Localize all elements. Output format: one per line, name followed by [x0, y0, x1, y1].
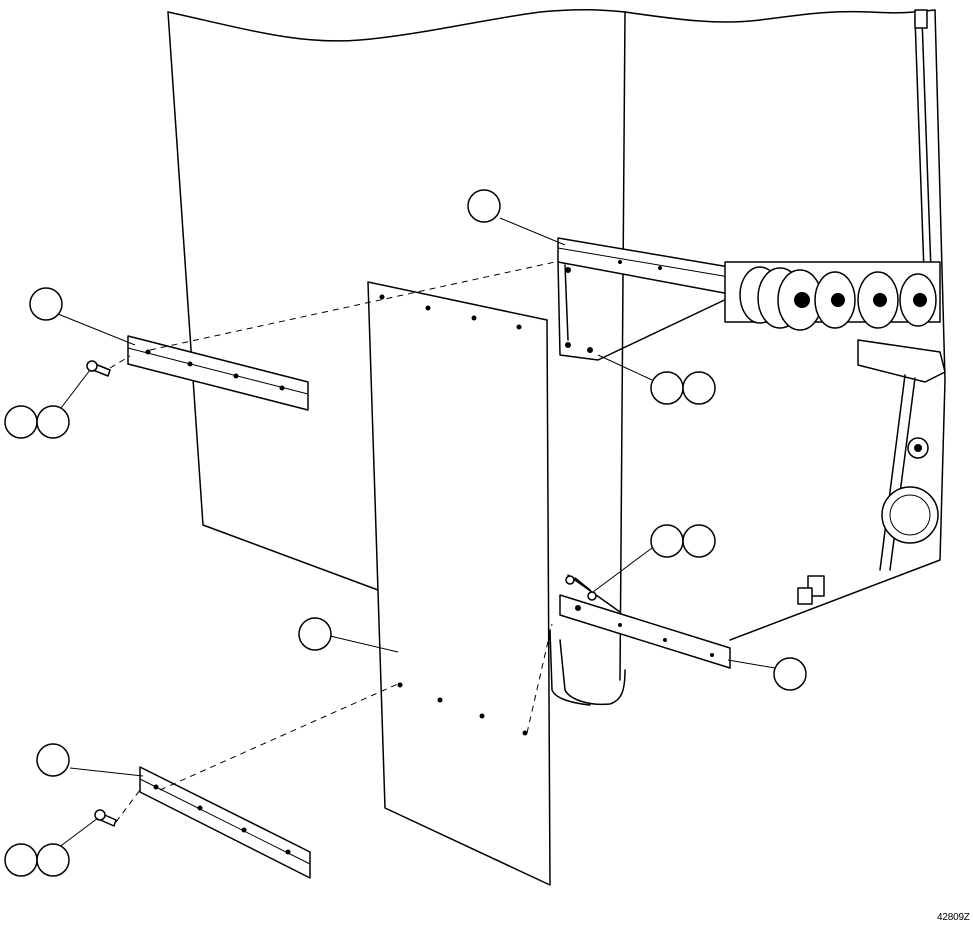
callout-upper-hardware-a — [650, 371, 684, 405]
lower-left-bracket — [139, 766, 311, 879]
lever-arm — [857, 339, 946, 571]
upper-right-bracket — [557, 237, 736, 361]
background-body-panel — [167, 8, 626, 681]
callout-lower-bolt-a — [4, 843, 38, 877]
upper-bolt — [86, 360, 111, 377]
callout-lower-right-bracket — [773, 657, 807, 691]
callout-lower-hardware-b — [682, 524, 716, 558]
callout-upper-hardware-b — [682, 371, 716, 405]
callout-lower-hardware-a — [650, 524, 684, 558]
callout-panel — [298, 617, 332, 651]
callouts — [4, 189, 807, 877]
center-panel — [367, 281, 551, 886]
roller-assembly — [724, 261, 941, 331]
callout-lower-left-bracket — [36, 743, 70, 777]
lower-bolt — [94, 809, 117, 827]
assembly-lines — [109, 261, 556, 823]
figure-id-label: 42809Z — [937, 912, 970, 923]
leader-lines — [57, 217, 776, 849]
bottom-fitting — [797, 575, 825, 605]
lower-right-bracket — [559, 574, 731, 669]
callout-left-bolt-a — [4, 405, 38, 439]
callout-upper-right-bracket — [467, 189, 501, 223]
tank-assembly-body — [549, 9, 946, 706]
upper-left-bracket — [127, 335, 309, 411]
callout-lower-bolt-b — [36, 843, 70, 877]
callout-left-bolt-b — [36, 405, 70, 439]
callout-upper-left-bracket — [29, 287, 63, 321]
